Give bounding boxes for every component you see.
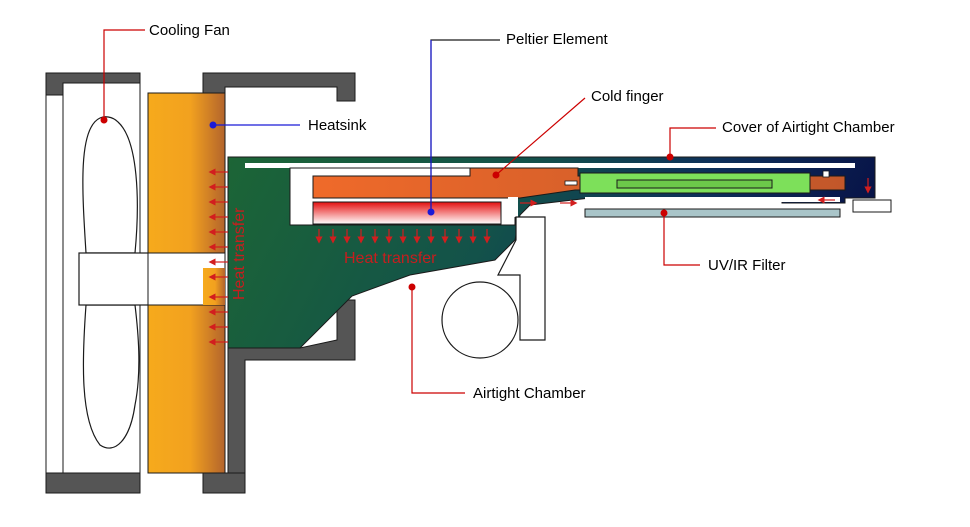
callout-heatsink: Heatsink xyxy=(209,117,367,134)
heatsink-marker xyxy=(209,121,217,129)
heatsink-label: Heatsink xyxy=(308,117,367,134)
callout-uvir: UV/IR Filter xyxy=(660,209,786,274)
peltier-label: Peltier Element xyxy=(506,31,609,48)
callout-peltier: Peltier Element xyxy=(427,31,609,216)
fan-blades xyxy=(78,116,153,449)
sensor-plate xyxy=(564,170,830,194)
cooling-fan-label: Cooling Fan xyxy=(149,22,230,39)
uvir-label: UV/IR Filter xyxy=(708,257,786,274)
peltier-marker xyxy=(427,208,435,216)
airtight-marker xyxy=(408,283,416,291)
airtight-label: Airtight Chamber xyxy=(473,385,586,402)
cooling-fan-marker xyxy=(100,116,108,124)
heat-arrows-horizontal xyxy=(208,168,228,346)
callout-cold-finger: Cold finger xyxy=(492,88,664,179)
uvir-marker xyxy=(660,209,668,217)
heat-arrows-vertical xyxy=(315,229,491,244)
cover-label: Cover of Airtight Chamber xyxy=(722,119,895,136)
cold-finger-label: Cold finger xyxy=(591,88,664,105)
uv-ir-filter xyxy=(584,208,841,218)
heat-arrows-chamber xyxy=(520,178,872,207)
peltier-element xyxy=(312,201,502,225)
cold-finger xyxy=(312,167,846,199)
chamber-ports xyxy=(508,197,892,217)
callout-cooling-fan: Cooling Fan xyxy=(100,22,230,124)
lower-mechanism xyxy=(441,216,546,359)
cold-finger-marker xyxy=(492,171,500,179)
callout-airtight: Airtight Chamber xyxy=(408,283,586,402)
cover-marker xyxy=(666,153,674,161)
callout-cover: Cover of Airtight Chamber xyxy=(666,119,895,161)
heatsink xyxy=(147,92,226,474)
heat-transfer-label-vertical: Heat transfer xyxy=(231,207,248,300)
heat-transfer-label-horizontal: Heat transfer xyxy=(344,250,437,267)
